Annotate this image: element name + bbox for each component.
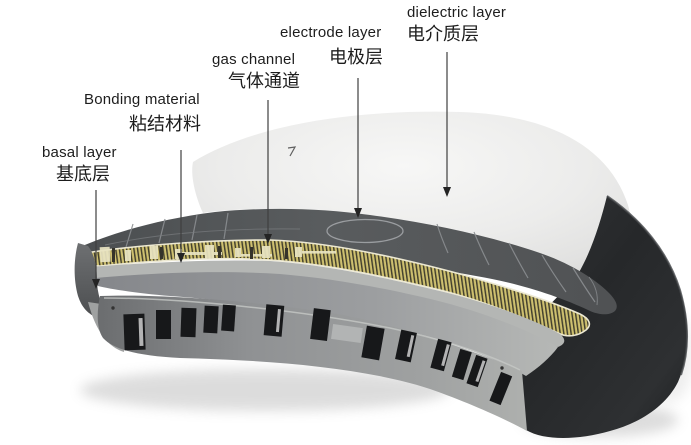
surface-ring <box>326 218 404 244</box>
surface-arc-right <box>588 276 598 306</box>
gold-band-trace-pattern <box>99 245 336 263</box>
label-electrode-layer-en: electrode layer <box>280 24 382 41</box>
arrowhead <box>177 253 185 263</box>
arrowhead <box>92 279 100 289</box>
label-bonding-material-zh: 粘结材料 <box>129 114 201 134</box>
leader-lines <box>92 52 451 289</box>
dome-surface-mark <box>287 146 297 157</box>
face-pin-hole <box>111 306 115 310</box>
label-bonding-material-en: Bonding material <box>84 91 200 108</box>
face-pin-hole <box>500 366 504 370</box>
label-gas-channel-zh: 气体通道 <box>228 71 300 91</box>
face-ledge <box>331 323 363 344</box>
base-face <box>97 295 527 431</box>
label-electrode-layer-zh: 电极层 <box>329 47 383 67</box>
label-gas-channel-en: gas channel <box>212 51 296 68</box>
leader-electrode-layer <box>354 78 362 218</box>
arrowhead <box>354 208 362 218</box>
slot-highlights <box>138 308 486 383</box>
face-top-highlight <box>103 297 521 371</box>
chamfer-band <box>95 272 559 376</box>
surface-segment-lines <box>125 212 596 303</box>
side-wall <box>503 195 688 438</box>
surface-arc-left <box>104 228 301 246</box>
label-dielectric-layer-zh: 电介质层 <box>407 24 479 44</box>
label-basal-layer-zh: 基底层 <box>56 164 110 184</box>
label-basal-layer-en: basal layer <box>42 144 117 161</box>
leader-bonding-material <box>177 150 185 263</box>
label-dielectric-layer-en: dielectric layer <box>407 4 507 21</box>
leader-basal-layer <box>92 190 100 289</box>
arrowhead <box>264 234 272 244</box>
bonding-band <box>89 260 565 347</box>
gold-electrode-band <box>87 239 591 337</box>
top-surface-band <box>80 208 617 315</box>
leader-dielectric-layer <box>443 52 451 197</box>
arrowhead <box>443 187 451 197</box>
leader-gas-channel <box>264 100 272 244</box>
